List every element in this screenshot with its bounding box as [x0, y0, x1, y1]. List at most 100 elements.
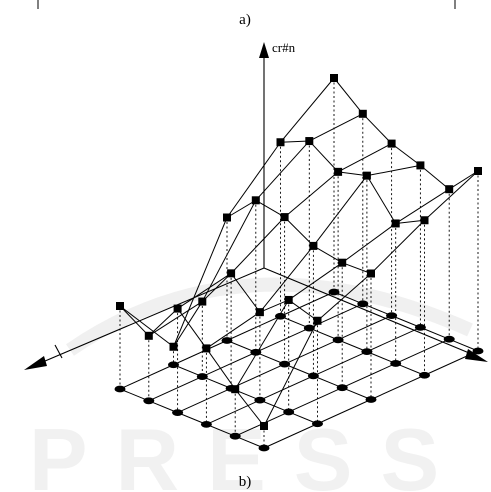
grid-edge: [341, 362, 396, 389]
surface-edge: [148, 301, 203, 337]
grid-edge: [202, 351, 257, 378]
surface-edge: [370, 219, 425, 274]
grid-edge: [119, 364, 174, 390]
x-axis-left: [37, 267, 265, 365]
surface-node: [305, 137, 314, 146]
surface-edge: [338, 171, 367, 177]
grid-edge: [280, 291, 335, 317]
surface-edge: [263, 320, 318, 427]
grid-edge: [206, 423, 236, 437]
grid-node: [361, 348, 373, 356]
grid-node: [332, 336, 344, 344]
grid-node: [365, 396, 377, 403]
surface-node: [223, 213, 231, 222]
grid-edge: [449, 338, 479, 352]
grid-node: [283, 408, 295, 416]
surface-edge: [366, 175, 397, 224]
grid-edge: [226, 315, 281, 341]
grid-edge: [284, 363, 314, 377]
grid-edge: [280, 315, 310, 329]
grid-edge: [342, 387, 372, 400]
grid-edge: [309, 327, 339, 341]
axes: [24, 42, 488, 370]
grid-edge: [317, 399, 372, 425]
grid-edge: [177, 387, 232, 414]
grid-edge: [424, 350, 479, 376]
projection-lines: [119, 78, 479, 448]
grid-edge: [148, 400, 178, 414]
surface-edge: [424, 170, 479, 221]
surface-edge: [177, 308, 207, 349]
grid-edge: [288, 387, 343, 413]
surface-node: [330, 74, 338, 82]
grid-node: [196, 373, 208, 380]
surface-node: [260, 422, 268, 430]
grid-node: [472, 347, 484, 355]
x-axis-left-tick: [54, 344, 63, 359]
grid-edge: [333, 291, 363, 305]
grid-node: [258, 444, 270, 452]
watermark-text: PRESS: [29, 410, 467, 492]
surface-edge: [395, 188, 450, 224]
grid-edge: [226, 340, 256, 353]
surface-edge: [395, 219, 425, 224]
grid-edge: [337, 315, 392, 341]
surface-edge: [342, 262, 372, 274]
surface-edge: [391, 143, 421, 166]
surface-edge: [280, 77, 335, 143]
surface-edge: [313, 245, 343, 264]
grid-node: [443, 335, 455, 343]
surface-edge: [280, 140, 310, 143]
base-grid-nodes: [114, 288, 484, 452]
surface-edge: [226, 141, 281, 218]
surface-node: [198, 297, 207, 306]
grid-edge: [206, 399, 261, 425]
surface-node: [474, 167, 482, 175]
grid-edge: [255, 351, 285, 365]
grid-node: [307, 372, 319, 380]
surface-mesh-nodes: [116, 74, 482, 430]
surface-edge: [206, 311, 261, 349]
surface-edge: [234, 299, 290, 390]
grid-node: [143, 397, 155, 405]
surface-edge: [119, 305, 174, 348]
surface-node: [169, 342, 178, 351]
grid-node: [168, 361, 179, 369]
surface-edge: [119, 305, 150, 337]
surface-edge: [201, 272, 232, 302]
surface-node: [358, 109, 367, 118]
grid-edge: [119, 388, 149, 402]
base-grid: [119, 291, 479, 449]
grid-node: [386, 312, 398, 319]
axis-label-z: cr#n: [272, 40, 296, 55]
surface-edge: [284, 171, 339, 218]
surface-edge: [288, 262, 343, 301]
grid-edge: [362, 303, 392, 317]
surface-node: [231, 385, 240, 394]
surface-node: [334, 167, 343, 176]
surface-node: [362, 171, 371, 180]
y-axis-right: [263, 267, 475, 356]
surface-node: [144, 331, 153, 340]
surface-edge: [148, 308, 178, 337]
z-axis-arrowhead: [259, 42, 269, 58]
surface-node: [338, 258, 347, 267]
surface-edge: [230, 273, 261, 313]
surface-edge: [308, 140, 339, 173]
grid-node: [254, 396, 266, 404]
surface-edge: [205, 348, 236, 390]
surface-edge: [234, 388, 265, 427]
grid-node: [172, 409, 184, 416]
grid-edge: [148, 376, 203, 402]
surface-node: [445, 185, 454, 194]
grid-edge: [420, 326, 450, 340]
surface-node: [116, 302, 124, 310]
grid-node: [357, 300, 369, 308]
surface-edge: [259, 245, 314, 313]
grid-edge: [313, 375, 343, 389]
surface-edge: [333, 77, 364, 115]
surface-edge: [313, 175, 368, 247]
surface-edge: [337, 143, 392, 173]
surface-edge: [284, 216, 314, 247]
